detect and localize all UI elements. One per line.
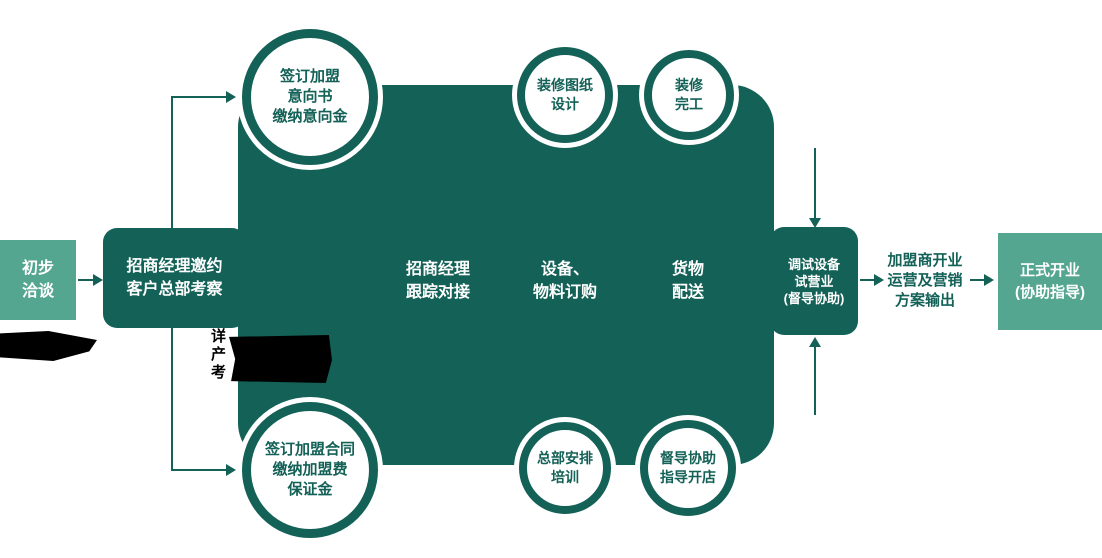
conn-contract-hline (171, 469, 226, 471)
arrowhead-contract-icon (226, 464, 236, 476)
redaction-mark-1 (0, 331, 97, 361)
circle-label-line: 签订加盟 (279, 68, 340, 85)
circle-complete: 装修 完工 (644, 50, 734, 140)
trial-step-panel (770, 227, 858, 335)
circle-intent: 签订加盟 意向书 缴纳意向金 (242, 29, 378, 165)
circle-supervise: 督导协助 指导开店 (640, 420, 736, 516)
redacted-char-2: 产 (211, 346, 227, 363)
step-line: 配送 (671, 284, 704, 301)
invite-step-panel (103, 228, 246, 328)
arrowhead-start-icon (93, 274, 103, 286)
conn-supervise-vline (814, 347, 816, 415)
step-line: 招商经理 (405, 261, 470, 278)
step-line: 客户总部考察 (126, 281, 223, 298)
circle-label-line: 督导协助 (660, 450, 716, 466)
step-line: 设备、 (540, 261, 589, 278)
step-trial-label: 调试设备 试营业 (督导协助) (770, 256, 858, 307)
circle-label-line: 缴纳意向金 (272, 108, 348, 125)
final-box-line: 正式开业 (1019, 261, 1080, 279)
redacted-char-1: 详 (211, 328, 227, 345)
circle-label-line: 设计 (551, 96, 579, 112)
output-plan-label: 加盟商开业 运营及营销 方案输出 (876, 251, 974, 311)
arrowhead-output-icon (874, 274, 884, 286)
final-box-line: (协助指导) (1015, 283, 1085, 301)
circle-label-line: 完工 (675, 96, 703, 112)
step-line: (督导协助) (783, 291, 845, 306)
conn-output-line (860, 279, 874, 281)
redacted-char-3: 考 (211, 364, 227, 381)
circle-label-line: 签订加盟合同 (264, 441, 355, 458)
step-order-label: 设备、 物料订购 (505, 258, 625, 304)
arrowhead-final-icon (984, 274, 994, 286)
step-line: 跟踪对接 (405, 284, 470, 301)
arrowhead-trial-down-icon (809, 218, 821, 228)
circle-label-line: 装修图纸 (537, 77, 593, 93)
conn-intent-vline (171, 97, 173, 228)
conn-start-line (78, 279, 94, 281)
circle-training: 总部安排 培训 (519, 422, 611, 514)
circle-design: 装修图纸 设计 (517, 47, 613, 143)
step-line: 货物 (671, 261, 704, 278)
step-line: 招商经理邀约 (126, 258, 223, 275)
arrowhead-trial-up-icon (809, 337, 821, 347)
start-negotiation-box: 初步 洽谈 (0, 240, 76, 320)
conn-final-line (970, 279, 984, 281)
circle-label-line: 指导开店 (660, 469, 716, 485)
output-line: 加盟商开业 (887, 252, 963, 269)
circle-label-line: 缴纳加盟费 (272, 461, 348, 478)
circle-label-line: 装修 (675, 77, 703, 93)
step-line: 物料订购 (532, 284, 597, 301)
conn-complete-vline (814, 148, 816, 218)
redaction-mark-2 (229, 335, 332, 383)
conn-contract-vline (171, 328, 173, 470)
step-invite-label: 招商经理邀约 客户总部考察 (103, 255, 246, 301)
output-line: 方案输出 (894, 292, 955, 309)
circle-contract: 签订加盟合同 缴纳加盟费 保证金 (242, 402, 378, 538)
start-box-line: 初步 (21, 260, 54, 277)
step-follow-label: 招商经理 跟踪对接 (378, 258, 498, 304)
step-line: 调试设备 (787, 257, 840, 272)
conn-intent-hline (171, 96, 226, 98)
arrowhead-intent-icon (226, 91, 236, 103)
step-line: 试营业 (794, 274, 834, 289)
circle-label-line: 意向书 (287, 88, 333, 105)
step-delivery-label: 货物 配送 (628, 258, 748, 304)
circle-label-line: 保证金 (287, 481, 333, 498)
circle-label-line: 总部安排 (537, 450, 593, 466)
final-opening-box: 正式开业 (协助指导) (998, 233, 1102, 330)
start-box-line: 洽谈 (21, 283, 54, 300)
circle-label-line: 培训 (551, 469, 579, 485)
output-line: 运营及营销 (887, 272, 963, 289)
